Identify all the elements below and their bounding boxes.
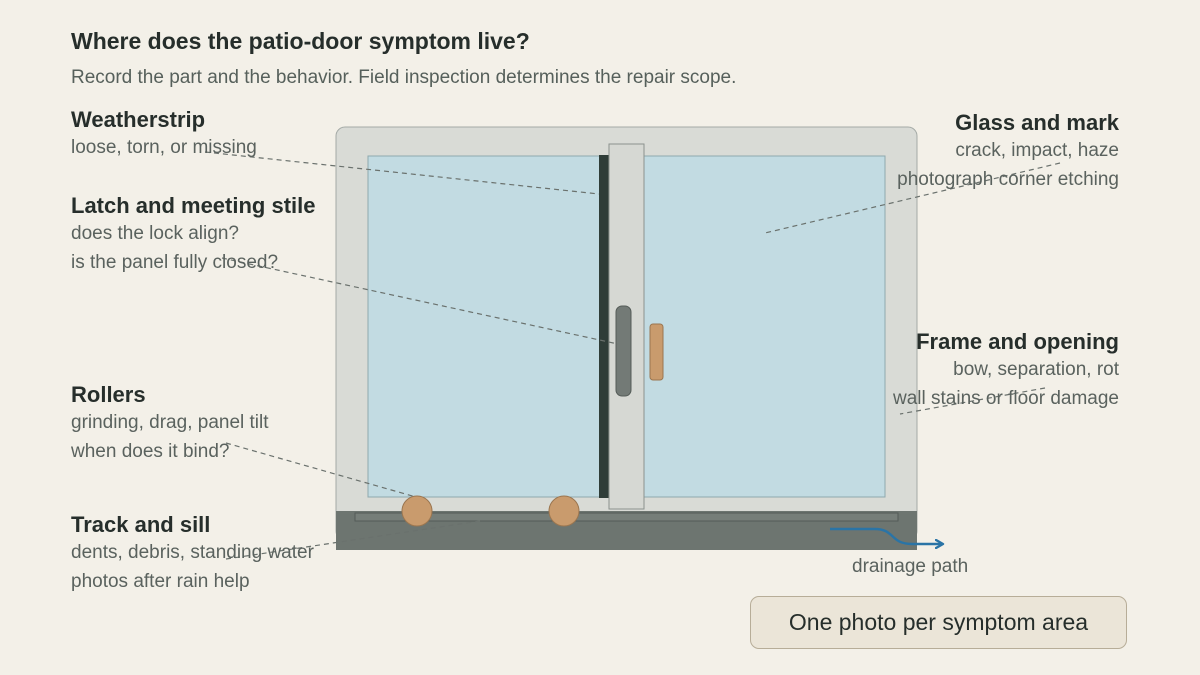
leader-rollers	[225, 442, 417, 498]
weatherstrip-stile	[599, 155, 610, 498]
leader-glass	[764, 162, 1061, 234]
callout-weatherstrip-line-1: loose, torn, or missing	[71, 137, 257, 158]
callout-frame-line-2: wall stains or floor damage	[893, 387, 1119, 409]
callout-track-line-2: photos after rain help	[71, 570, 250, 592]
callout-frame-line-1: bow, separation, rot	[953, 359, 1119, 380]
leader-frame	[899, 387, 1046, 415]
track	[354, 512, 899, 522]
callout-weatherstrip: Weatherstrip loose, torn, or missing	[71, 106, 257, 163]
callout-rollers-title: Rollers	[71, 382, 146, 407]
callout-glass-line-1: crack, impact, haze	[955, 140, 1119, 161]
callout-glass: Glass and mark crack, impact, haze photo…	[897, 109, 1119, 194]
callout-latch: Latch and meeting stile does the lock al…	[71, 192, 316, 277]
callout-glass-line-2: photograph corner etching	[897, 168, 1119, 190]
drainage-path-label: drainage path	[852, 556, 969, 577]
page-subtitle: Record the part and the behavior. Field …	[71, 67, 737, 88]
callout-weatherstrip-title: Weatherstrip	[71, 107, 206, 132]
leader-track	[225, 520, 481, 560]
roller-right	[548, 495, 580, 527]
callout-latch-line-2: is the panel fully closed?	[71, 251, 279, 273]
callout-latch-title: Latch and meeting stile	[71, 193, 316, 218]
fixed-glass-panel	[367, 155, 607, 498]
callout-rollers: Rollers grinding, drag, panel tilt when …	[71, 381, 269, 466]
handle	[649, 323, 664, 381]
sliding-glass-panel	[641, 155, 886, 498]
callout-latch-line-1: does the lock align?	[71, 223, 239, 244]
callout-track: Track and sill dents, debris, standing w…	[71, 511, 314, 596]
callout-frame: Frame and opening bow, separation, rot w…	[893, 328, 1119, 413]
photo-note-box: One photo per symptom area	[750, 596, 1127, 649]
latch	[615, 305, 632, 397]
callout-track-title: Track and sill	[71, 512, 211, 537]
page-title: Where does the patio-door symptom live?	[71, 28, 530, 54]
roller-left	[401, 495, 433, 527]
leader-weatherstrip	[204, 151, 600, 195]
drainage-arrow	[830, 527, 942, 544]
leader-latch	[221, 257, 619, 345]
callout-rollers-line-2: when does it bind?	[71, 440, 230, 462]
callout-rollers-line-1: grinding, drag, panel tilt	[71, 412, 269, 433]
callout-frame-title: Frame and opening	[916, 329, 1119, 354]
callout-track-line-1: dents, debris, standing water	[71, 542, 314, 563]
callout-glass-title: Glass and mark	[955, 110, 1119, 135]
